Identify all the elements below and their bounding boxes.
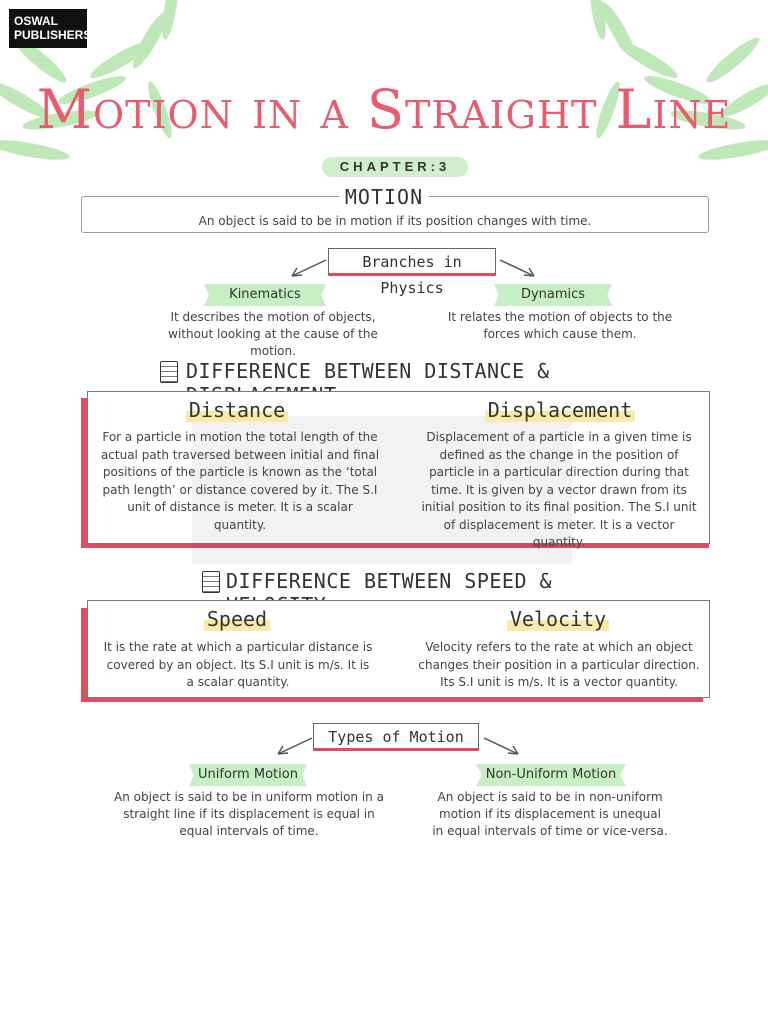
displacement-heading-wrap: Displacement bbox=[410, 398, 710, 422]
dynamics-description: It relates the motion of objects to the … bbox=[447, 310, 673, 341]
arrow-icon-types-right bbox=[483, 737, 519, 755]
arrow-icon-types-left bbox=[277, 737, 313, 755]
arrow-icon-branches-left bbox=[291, 259, 327, 277]
speed-velocity-card bbox=[87, 600, 710, 698]
non-uniform-motion-tag: Non-Uniform Motion bbox=[476, 764, 626, 786]
speed-heading: Speed bbox=[203, 607, 271, 631]
leaf-icon-right bbox=[590, 0, 768, 160]
velocity-description: Velocity refers to the rate at which an … bbox=[418, 640, 700, 689]
distance-description: For a particle in motion the total lengt… bbox=[100, 430, 380, 532]
uniform-motion-description: An object is said to be in uniform motio… bbox=[114, 790, 384, 838]
types-of-motion-label: Types of Motion bbox=[313, 723, 479, 751]
motion-heading: MOTION bbox=[0, 185, 768, 209]
speed-heading-wrap: Speed bbox=[87, 607, 387, 631]
displacement-heading: Displacement bbox=[484, 398, 636, 422]
leaf-icon-left bbox=[0, 0, 178, 160]
branches-label: Branches in Physics bbox=[328, 248, 496, 297]
velocity-heading: Velocity bbox=[506, 607, 610, 631]
motion-heading-text: MOTION bbox=[338, 185, 430, 209]
notepad-icon bbox=[202, 571, 220, 593]
watermark bbox=[192, 416, 572, 564]
non-uniform-motion-description: An object is said to be in non-uniform m… bbox=[432, 790, 668, 838]
kinematics-description: It describes the motion of objects, with… bbox=[168, 310, 378, 358]
dynamics-tag: Dynamics bbox=[494, 284, 612, 306]
velocity-heading-wrap: Velocity bbox=[408, 607, 708, 631]
displacement-description: Displacement of a particle in a given ti… bbox=[421, 430, 697, 549]
speed-description: It is the rate at which a particular dis… bbox=[103, 640, 373, 689]
motion-definition: An object is said to be in motion if its… bbox=[198, 214, 592, 228]
publisher-logo: OSWAL PUBLISHERS bbox=[9, 9, 92, 48]
distance-heading-wrap: Distance bbox=[87, 398, 387, 422]
arrow-icon-branches-right bbox=[499, 259, 535, 277]
distance-displacement-card bbox=[87, 391, 710, 544]
logo-line-2: PUBLISHERS bbox=[14, 28, 92, 42]
chapter-badge: CHAPTER:3 bbox=[322, 157, 468, 177]
logo-line-1: OSWAL bbox=[14, 14, 58, 28]
notepad-icon bbox=[160, 361, 178, 383]
distance-heading: Distance bbox=[185, 398, 289, 422]
uniform-motion-tag: Uniform Motion bbox=[189, 764, 307, 786]
kinematics-tag: Kinematics bbox=[204, 284, 326, 306]
page-title: Motion in a Straight Line bbox=[36, 78, 732, 141]
